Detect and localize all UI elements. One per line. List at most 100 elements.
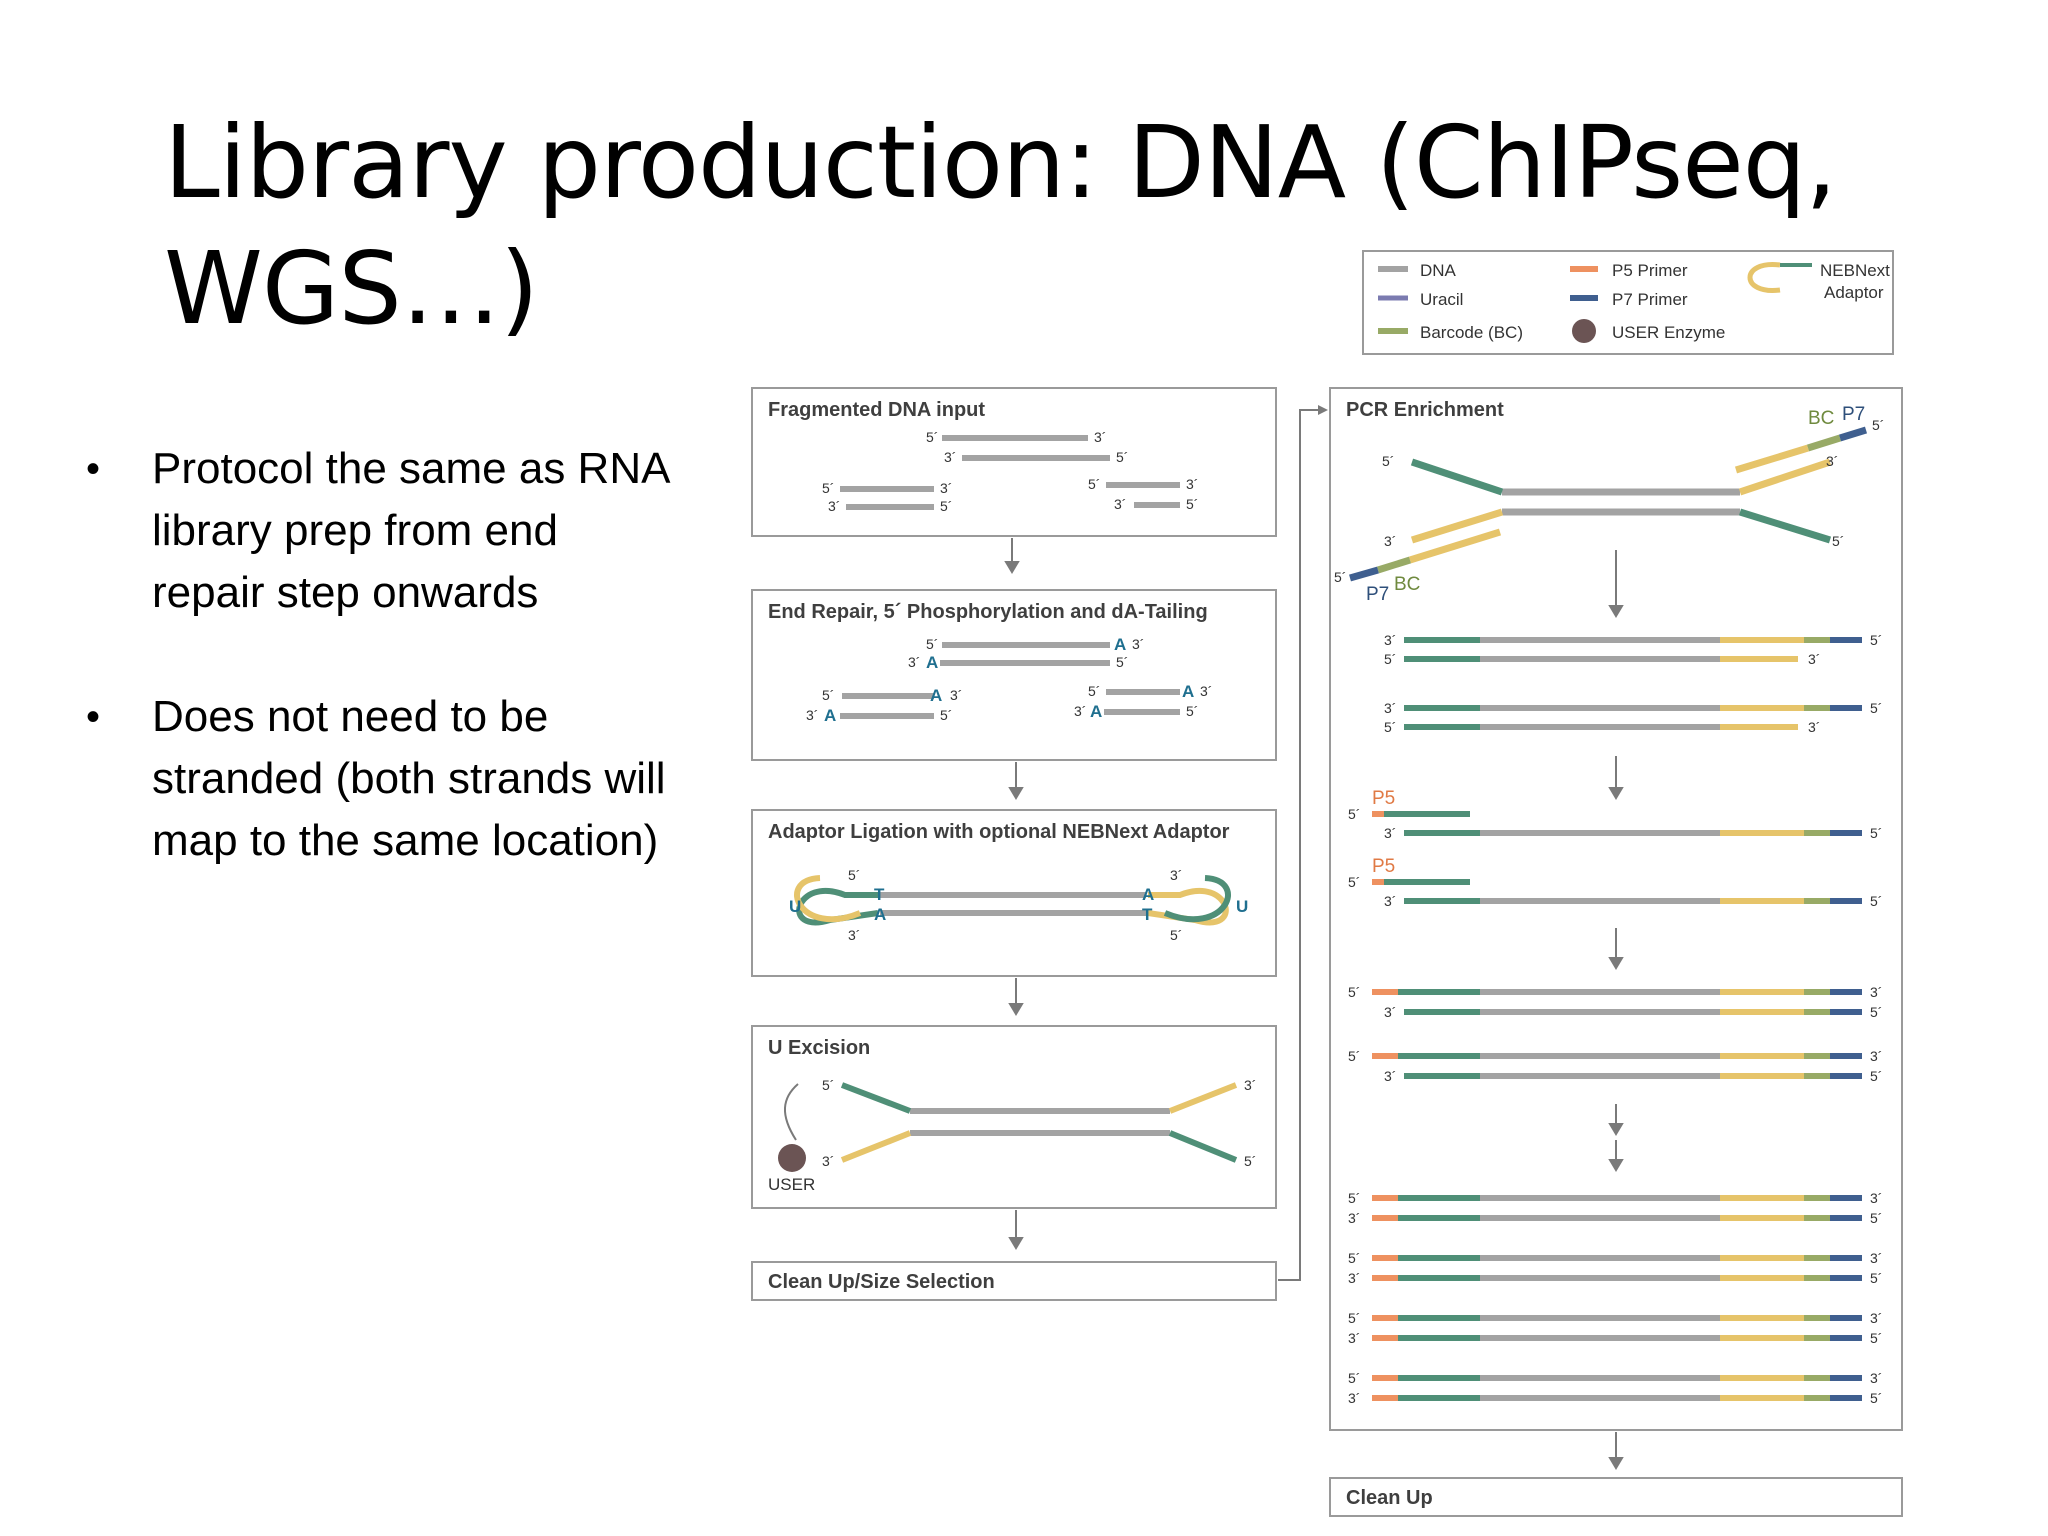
end-label: 3´ [1384,893,1396,909]
end-label: 3´ [944,449,956,465]
end-label: 3´ [1348,1330,1360,1346]
end-label: 5´ [1348,1048,1360,1064]
end-label: 3´ [1384,1004,1396,1020]
legend-dna: DNA [1420,261,1457,280]
step-title-cleanup-size: Clean Up/Size Selection [768,1271,995,1293]
end-label: 3´ [1384,700,1396,716]
p7-label: P7 [1366,584,1389,605]
a-tail: A [1142,885,1154,904]
uracil-mark: U [789,897,801,916]
a-tail: A [926,653,938,672]
end-label: 5´ [1088,683,1100,699]
end-label: 5´ [1870,632,1882,648]
end-label: 5´ [1870,1330,1882,1346]
legend-barcode: Barcode (BC) [1420,323,1523,342]
primer [1734,444,1810,474]
end-label: 3´ [822,1153,834,1169]
step-box-end-repair [751,589,1277,761]
flow-arrow [1008,1210,1024,1250]
legend-uracil: Uracil [1420,290,1463,309]
flow-arrow [1004,538,1020,574]
end-label: 3´ [1870,1310,1882,1326]
p5-label: P5 [1372,788,1395,809]
end-label: 5´ [822,1077,834,1093]
end-label: 3´ [1348,1390,1360,1406]
end-label: 3´ [1186,476,1198,492]
step-box-cleanup [1329,1477,1903,1517]
end-label: 3´ [1200,683,1212,699]
end-label: 5´ [1870,700,1882,716]
adaptor-arm [1168,1130,1238,1163]
bullet-dot: • [86,695,101,739]
p5-label: P5 [1372,856,1395,877]
legend-p5: P5 Primer [1612,261,1688,280]
flow-arrow [1608,756,1624,800]
bc-label: BC [1808,408,1834,429]
end-label: 5´ [1384,651,1396,667]
end-label: 3´ [1132,636,1144,652]
end-label: 3´ [1870,1370,1882,1386]
end-label: 3´ [1384,533,1396,549]
flow-arrow [1608,1432,1624,1470]
ligated-fragment [794,875,1231,926]
end-label: 5´ [1870,1390,1882,1406]
bullet-text: Does not need to be stranded (both stran… [152,692,666,865]
bullet-item: •Protocol the same as RNA library prep f… [80,438,680,624]
excision-arrow [783,1083,799,1141]
end-label: 3´ [848,927,860,943]
end-label: 5´ [1348,984,1360,1000]
end-label: 5´ [1348,1250,1360,1266]
end-label: 3´ [828,498,840,514]
end-label: 5´ [1384,719,1396,735]
end-label: 5´ [1186,703,1198,719]
user-enzyme-icon [778,1144,806,1172]
step-box-fragmented [751,387,1277,537]
flow-connector [1278,409,1320,1281]
legend-box [1362,250,1894,355]
end-label: 5´ [1870,1270,1882,1286]
barcode [1806,434,1842,452]
end-label: 5´ [1870,1004,1882,1020]
barcode [1376,556,1412,574]
end-label: 5´ [926,429,938,445]
a-tail: A [930,686,942,705]
p7-label: P7 [1842,404,1865,425]
flow-arrow [1008,978,1024,1016]
slide-title: Library production: DNA (ChIPseq, WGS…) [164,104,1837,347]
a-tail: A [1090,702,1102,721]
end-label: 3´ [1074,703,1086,719]
end-label: 5´ [1116,449,1128,465]
end-label: 5´ [1870,1210,1882,1226]
flow-connector-head [1318,405,1328,415]
end-label: 3´ [1870,984,1882,1000]
adaptor-arm [1410,458,1504,496]
t-overhang: T [874,885,885,904]
legend-adaptor-1: NEBNext [1820,261,1890,280]
adaptor-arm [1168,1082,1238,1114]
end-label: 5´ [822,480,834,496]
end-label: 5´ [848,867,860,883]
end-label: 3´ [806,707,818,723]
end-label: 3´ [1384,632,1396,648]
end-label: 5´ [1088,476,1100,492]
end-label: 5´ [1872,417,1884,433]
end-label: 3´ [940,480,952,496]
end-label: 3´ [1348,1270,1360,1286]
adaptor-loop-right-green [1163,875,1231,923]
bullet-item: • Does not need to be stranded (both stra… [80,686,680,872]
pcr-product-rows: 3´ 5´ 5´ 3´ 3´ 5´ 5´ 3´ 5´ 3´ 5´ 5´ 3´ 5´ 5´ 3´ 3´ 5´ 5´ 3´… [1348,632,1882,1406]
bc-label: BC [1394,574,1420,595]
end-label: 5´ [940,498,952,514]
step-box-cleanup-size [751,1261,1277,1301]
step-box-u-excision [751,1025,1277,1209]
end-label: 5´ [1334,569,1346,585]
a-tail: A [824,706,836,725]
end-label: 5´ [1348,1190,1360,1206]
end-label: 3´ [1870,1250,1882,1266]
adaptor-loop-left-yellow [794,875,862,923]
step-title-cleanup: Clean Up [1346,1487,1433,1509]
end-label: 3´ [1094,429,1106,445]
adaptor-arm [840,1130,912,1163]
legend-user-enzyme: USER Enzyme [1612,323,1725,342]
